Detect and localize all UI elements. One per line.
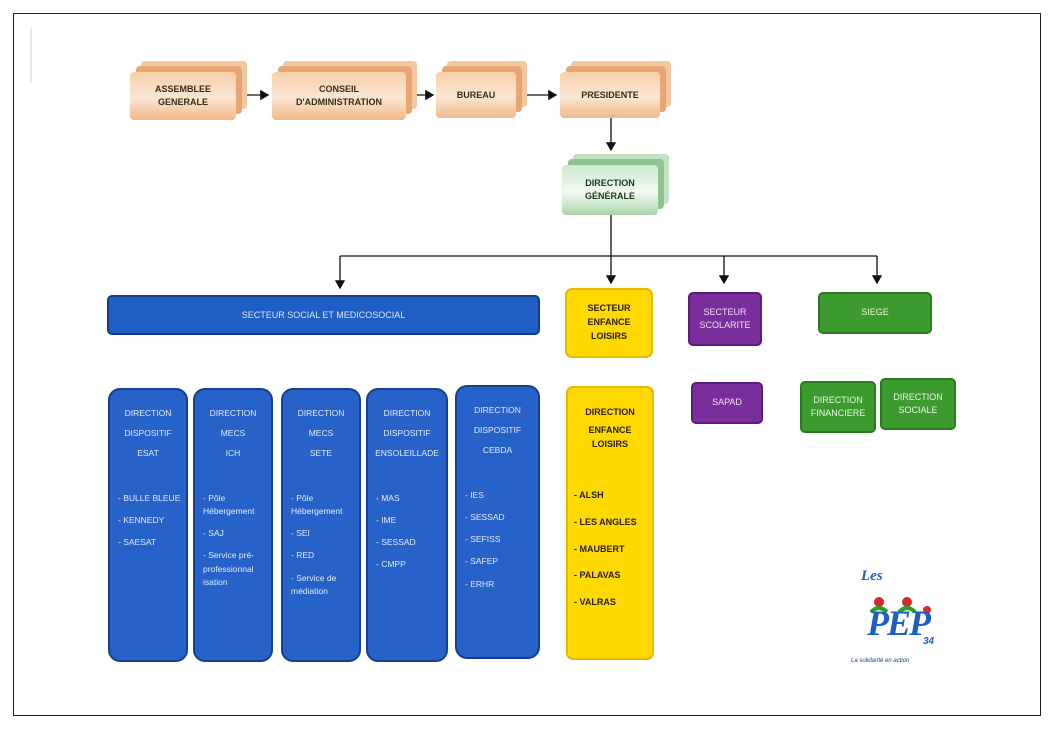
column-head-line: DISPOSITIF [383,427,431,438]
bureau-box: BUREAU [436,72,516,118]
list-item: - SEFISS [465,534,501,545]
list-item: - SAESAT [118,537,157,548]
list-item: - SEI [291,528,310,539]
column-head-line: SETE [309,447,333,458]
column-mecs-ich: DIRECTION MECS ICH - Pôle Hébergement - … [193,388,273,662]
list-item: - SAFEP [465,556,499,567]
conseil-administration-box: CONSEIL D'ADMINISTRATION [272,72,406,120]
column-head-line: CEBDA [482,444,513,455]
list-item: - PALAVAS [574,570,621,581]
sapad-box: SAPAD [691,382,763,424]
column-head-line: ESAT [137,447,159,458]
column-head-line: DISPOSITIF [473,424,522,435]
direction-generale-box: DIRECTION GÉNÉRALE [562,165,658,215]
list-item: - Service de médiation [291,572,337,596]
column-head-line: MECS [220,427,246,438]
list-item: - MAUBERT [574,543,625,554]
list-item: - RED [291,550,315,561]
presidente-box: PRESIDENTE [560,72,660,118]
column-head-line: DIRECTION [383,408,431,418]
logo-tagline: La solidarité en action [851,658,910,664]
column-head-line: ENSOLEILLADE [375,447,439,458]
list-item: - LES ANGLES [574,517,637,528]
list-item: - IES [465,489,484,500]
list-item: - ERHR [465,578,495,589]
list-item: - CMPP [376,559,406,570]
list-item: - ALSH [574,490,604,501]
direction-sociale-box: DIRECTION SOCIALE [880,378,956,430]
direction-enfance-loisirs: DIRECTION ENFANCE LOISIRS - ALSH - LES A… [566,386,654,660]
list-item: - Service pré-professionnal isation [203,550,255,587]
secteur-enfance-header: SECTEUR ENFANCE LOISIRS [565,288,653,358]
column-head-line: DIRECTION [474,405,521,415]
list-item: - IME [376,515,397,526]
column-head-line: DIRECTION [124,408,172,418]
column-head-line: MECS [308,427,334,438]
column-head-line: DISPOSITIF [124,427,172,438]
list-item: - KENNEDY [118,515,165,526]
list-item: - BULLE BLEUE [118,492,181,503]
list-item: - SESSAD [376,537,416,548]
column-head-line: LOISIRS [591,439,628,450]
logo-pep-text: PEP [867,603,931,643]
column-mecs-sete: DIRECTION MECS SETE - Pôle Hébergement -… [281,388,361,662]
list-item: - SAJ [203,528,224,539]
list-item: - VALRAS [574,596,616,607]
assemblee-generale-box: ASSEMBLEE GENERALE [130,72,236,120]
page-frame [13,13,1041,716]
list-item: - MAS [376,492,400,503]
list-item: - SESSAD [465,512,505,523]
scan-mark [30,28,32,83]
list-item: - Pôle Hébergement [291,492,343,517]
column-head-line: ICH [225,447,241,458]
direction-financiere-box: DIRECTION FINANCIERE [800,381,876,433]
column-head-line: DIRECTION [585,407,635,417]
logo-les-text: Les [861,568,883,584]
siege-header: SIEGE [818,292,932,334]
column-head-line: DIRECTION [209,408,257,418]
secteur-scolarite-header: SECTEUR SCOLARITE [688,292,762,346]
column-head-line: DIRECTION [297,408,345,418]
pep34-logo: Les PEP 34 La solidarité en action [845,568,945,678]
column-esat: DIRECTION DISPOSITIF ESAT - BULLE BLEUE … [108,388,188,662]
column-head-line: ENFANCE [588,424,632,435]
secteur-social-header: SECTEUR SOCIAL ET MEDICOSOCIAL [107,295,540,335]
pep-logo-graphic [869,597,931,614]
column-cebda: DIRECTION DISPOSITIF CEBDA - IES - SESSA… [455,385,540,659]
column-ensoleillade: DIRECTION DISPOSITIF ENSOLEILLADE - MAS … [366,388,448,662]
logo-number: 34 [923,636,935,647]
list-item: - Pôle Hébergement [203,492,255,517]
